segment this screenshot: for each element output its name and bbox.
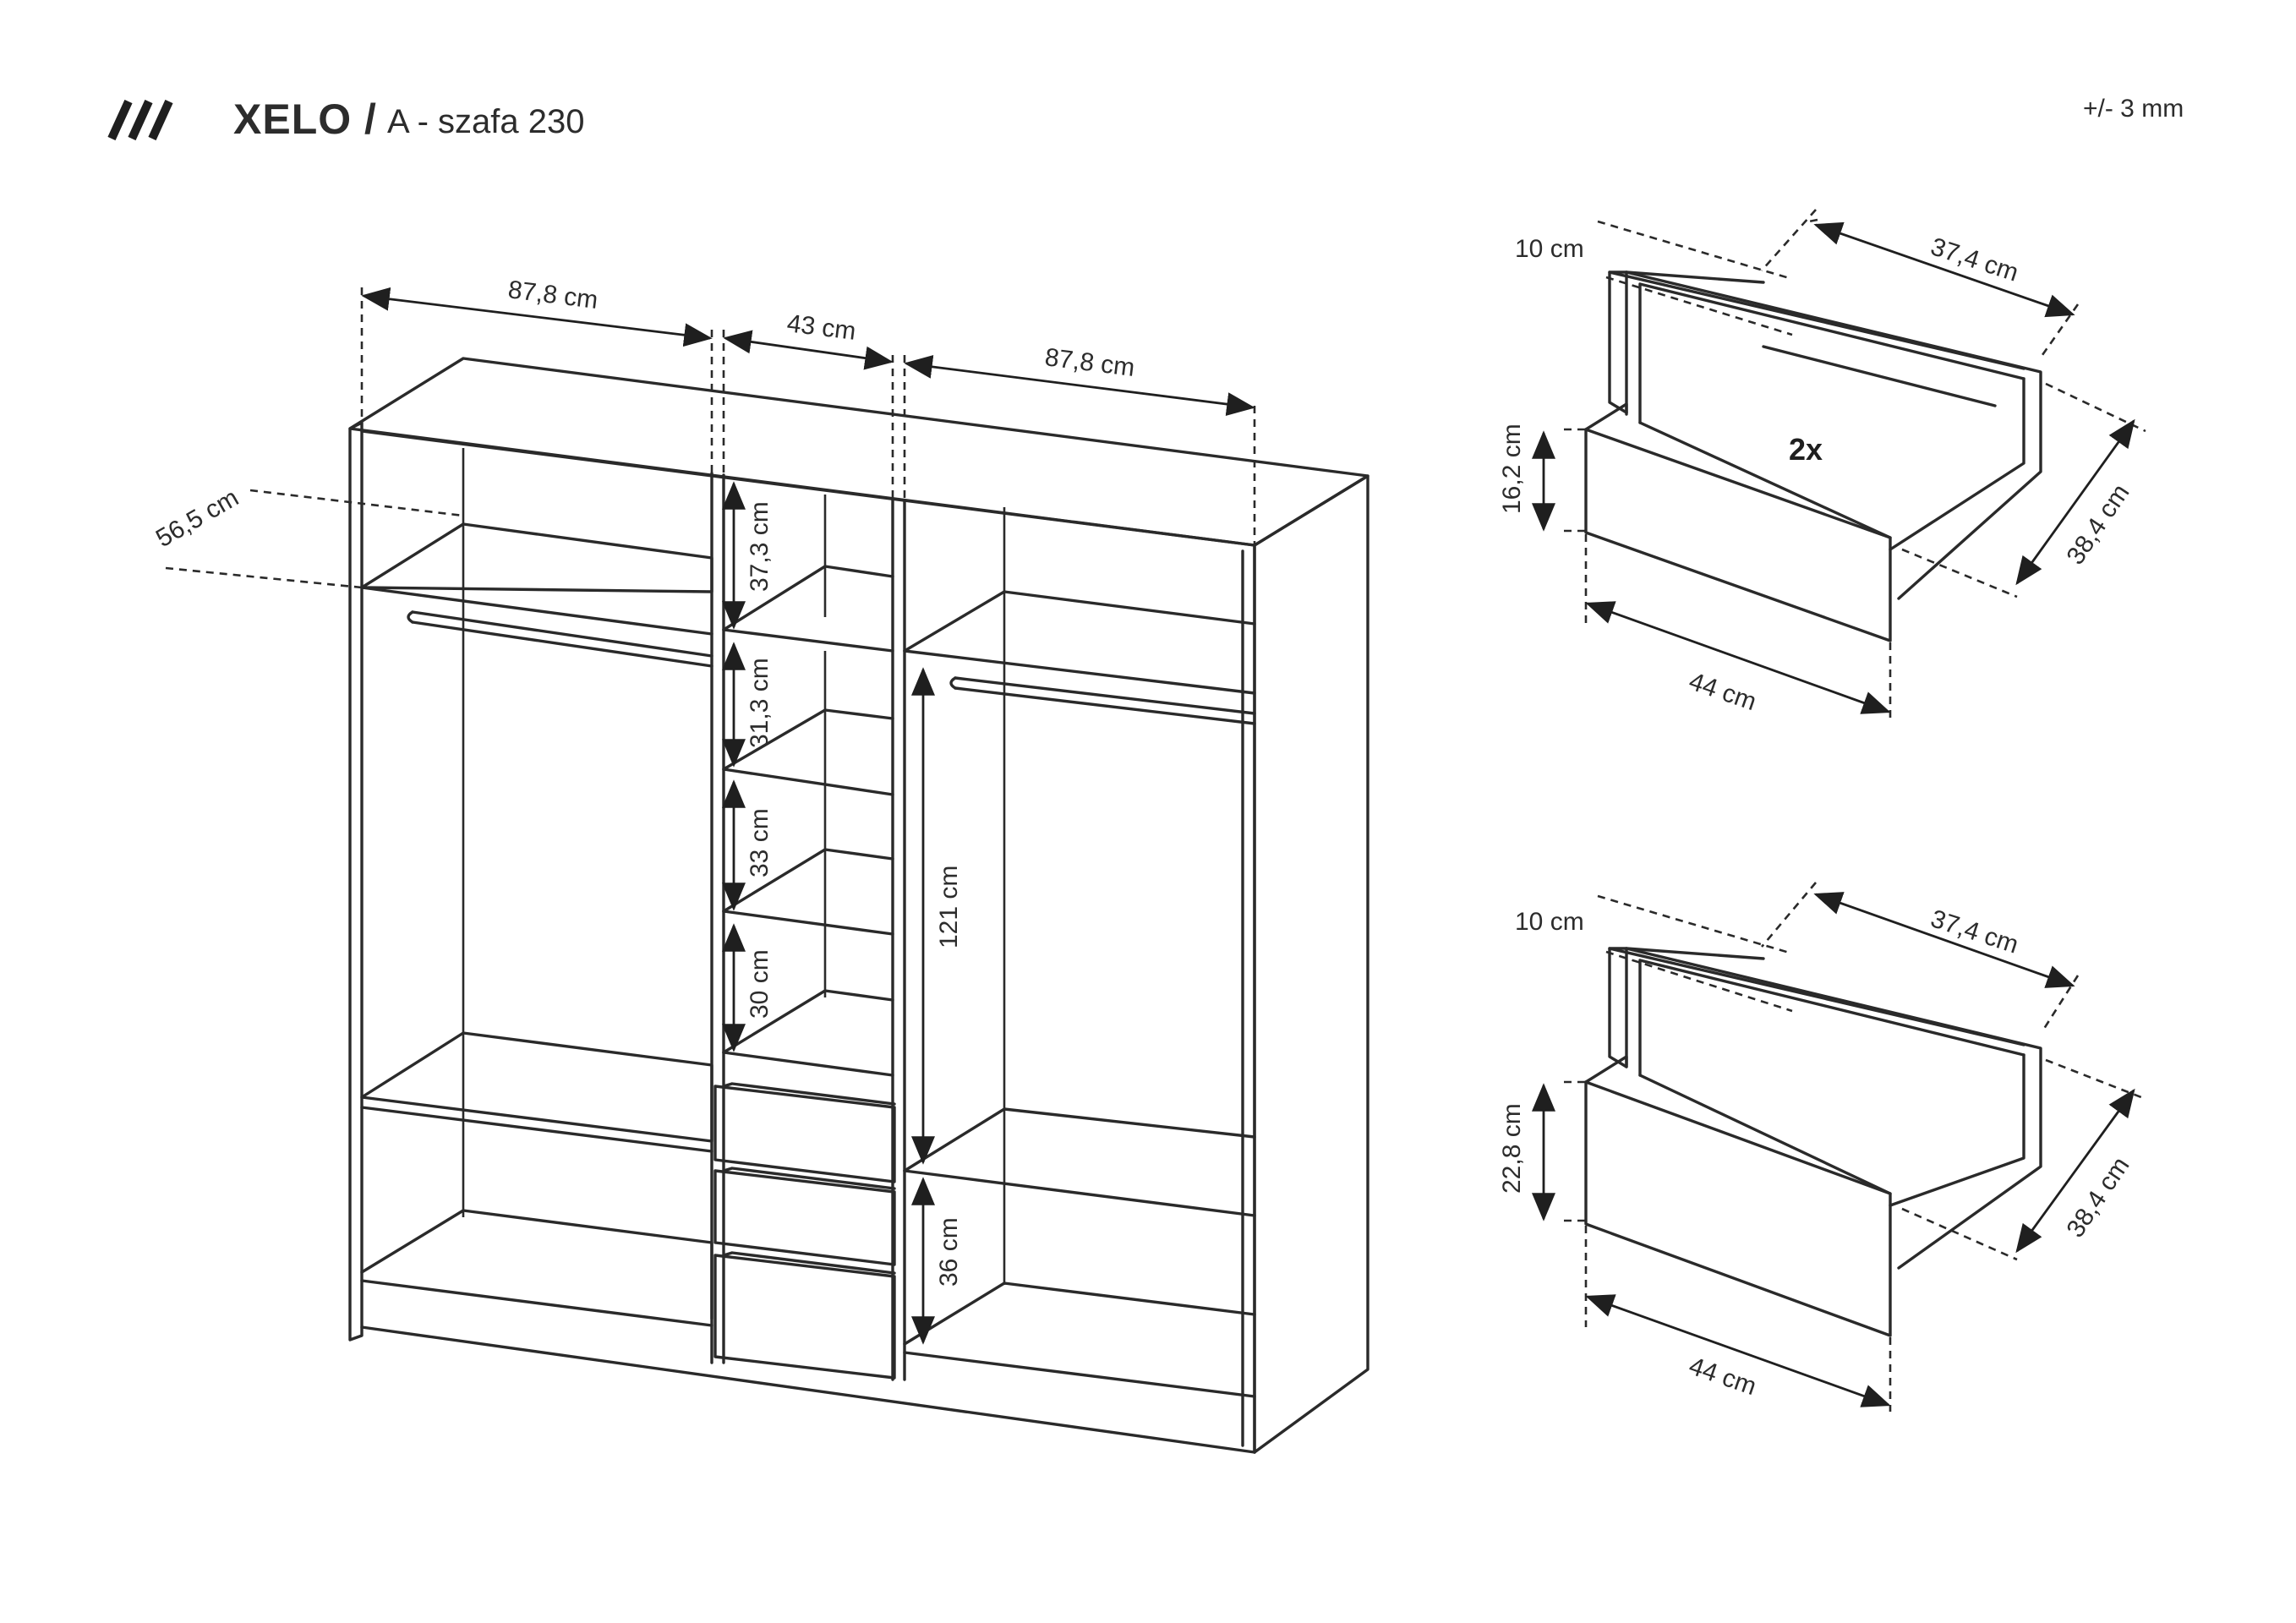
drawer-bottom-drawing — [1584, 947, 2042, 1337]
drawer-top-front-width: 44 cm — [1686, 667, 1760, 716]
dim-width-right: 87,8 cm — [1043, 343, 1136, 382]
drawer-bottom-inner-depth: 38,4 cm — [2061, 1152, 2135, 1243]
drawer-bottom-front-width: 44 cm — [1686, 1352, 1760, 1401]
dim-hanging: 121 cm — [935, 866, 963, 948]
dim-shelf-4: 30 cm — [746, 949, 774, 1019]
drawer-top-dimensions: 10 cm 37,4 cm 38,4 cm 16,2 cm 44 cm 2x — [1498, 209, 2146, 719]
tolerance-note: +/- 3 mm — [2083, 95, 2184, 123]
wardrobe-drawing — [348, 357, 1369, 1454]
dim-shelf-2: 31,3 cm — [746, 658, 774, 748]
drawer-top-inner-depth: 38,4 cm — [2061, 479, 2135, 570]
brand-title: XELO / — [233, 96, 377, 143]
dim-width-middle: 43 cm — [785, 309, 857, 346]
model-subtitle: A - szafa 230 — [387, 103, 585, 140]
drawer-bottom-dimensions: 10 cm 37,4 cm 38,4 cm 22,8 cm 44 cm — [1498, 882, 2146, 1412]
drawer-top-front-thickness: 10 cm — [1515, 235, 1584, 263]
logo-icon — [100, 99, 178, 145]
dim-depth: 56,5 cm — [151, 484, 243, 553]
drawer-top-height: 16,2 cm — [1498, 424, 1526, 514]
drawer-bottom-front-thickness: 10 cm — [1515, 908, 1584, 936]
dim-shelf-1: 37,3 cm — [746, 501, 774, 592]
dim-shelf-3: 33 cm — [746, 808, 774, 877]
dim-width-left: 87,8 cm — [506, 276, 599, 314]
drawer-top-count: 2x — [1789, 432, 1823, 467]
dim-bottom: 36 cm — [935, 1217, 963, 1287]
wardrobe-dimensions: 87,8 cm 43 cm 87,8 cm 56,5 cm 37,3 cm 31… — [151, 276, 1256, 1345]
drawer-bottom-height: 22,8 cm — [1498, 1103, 1526, 1194]
